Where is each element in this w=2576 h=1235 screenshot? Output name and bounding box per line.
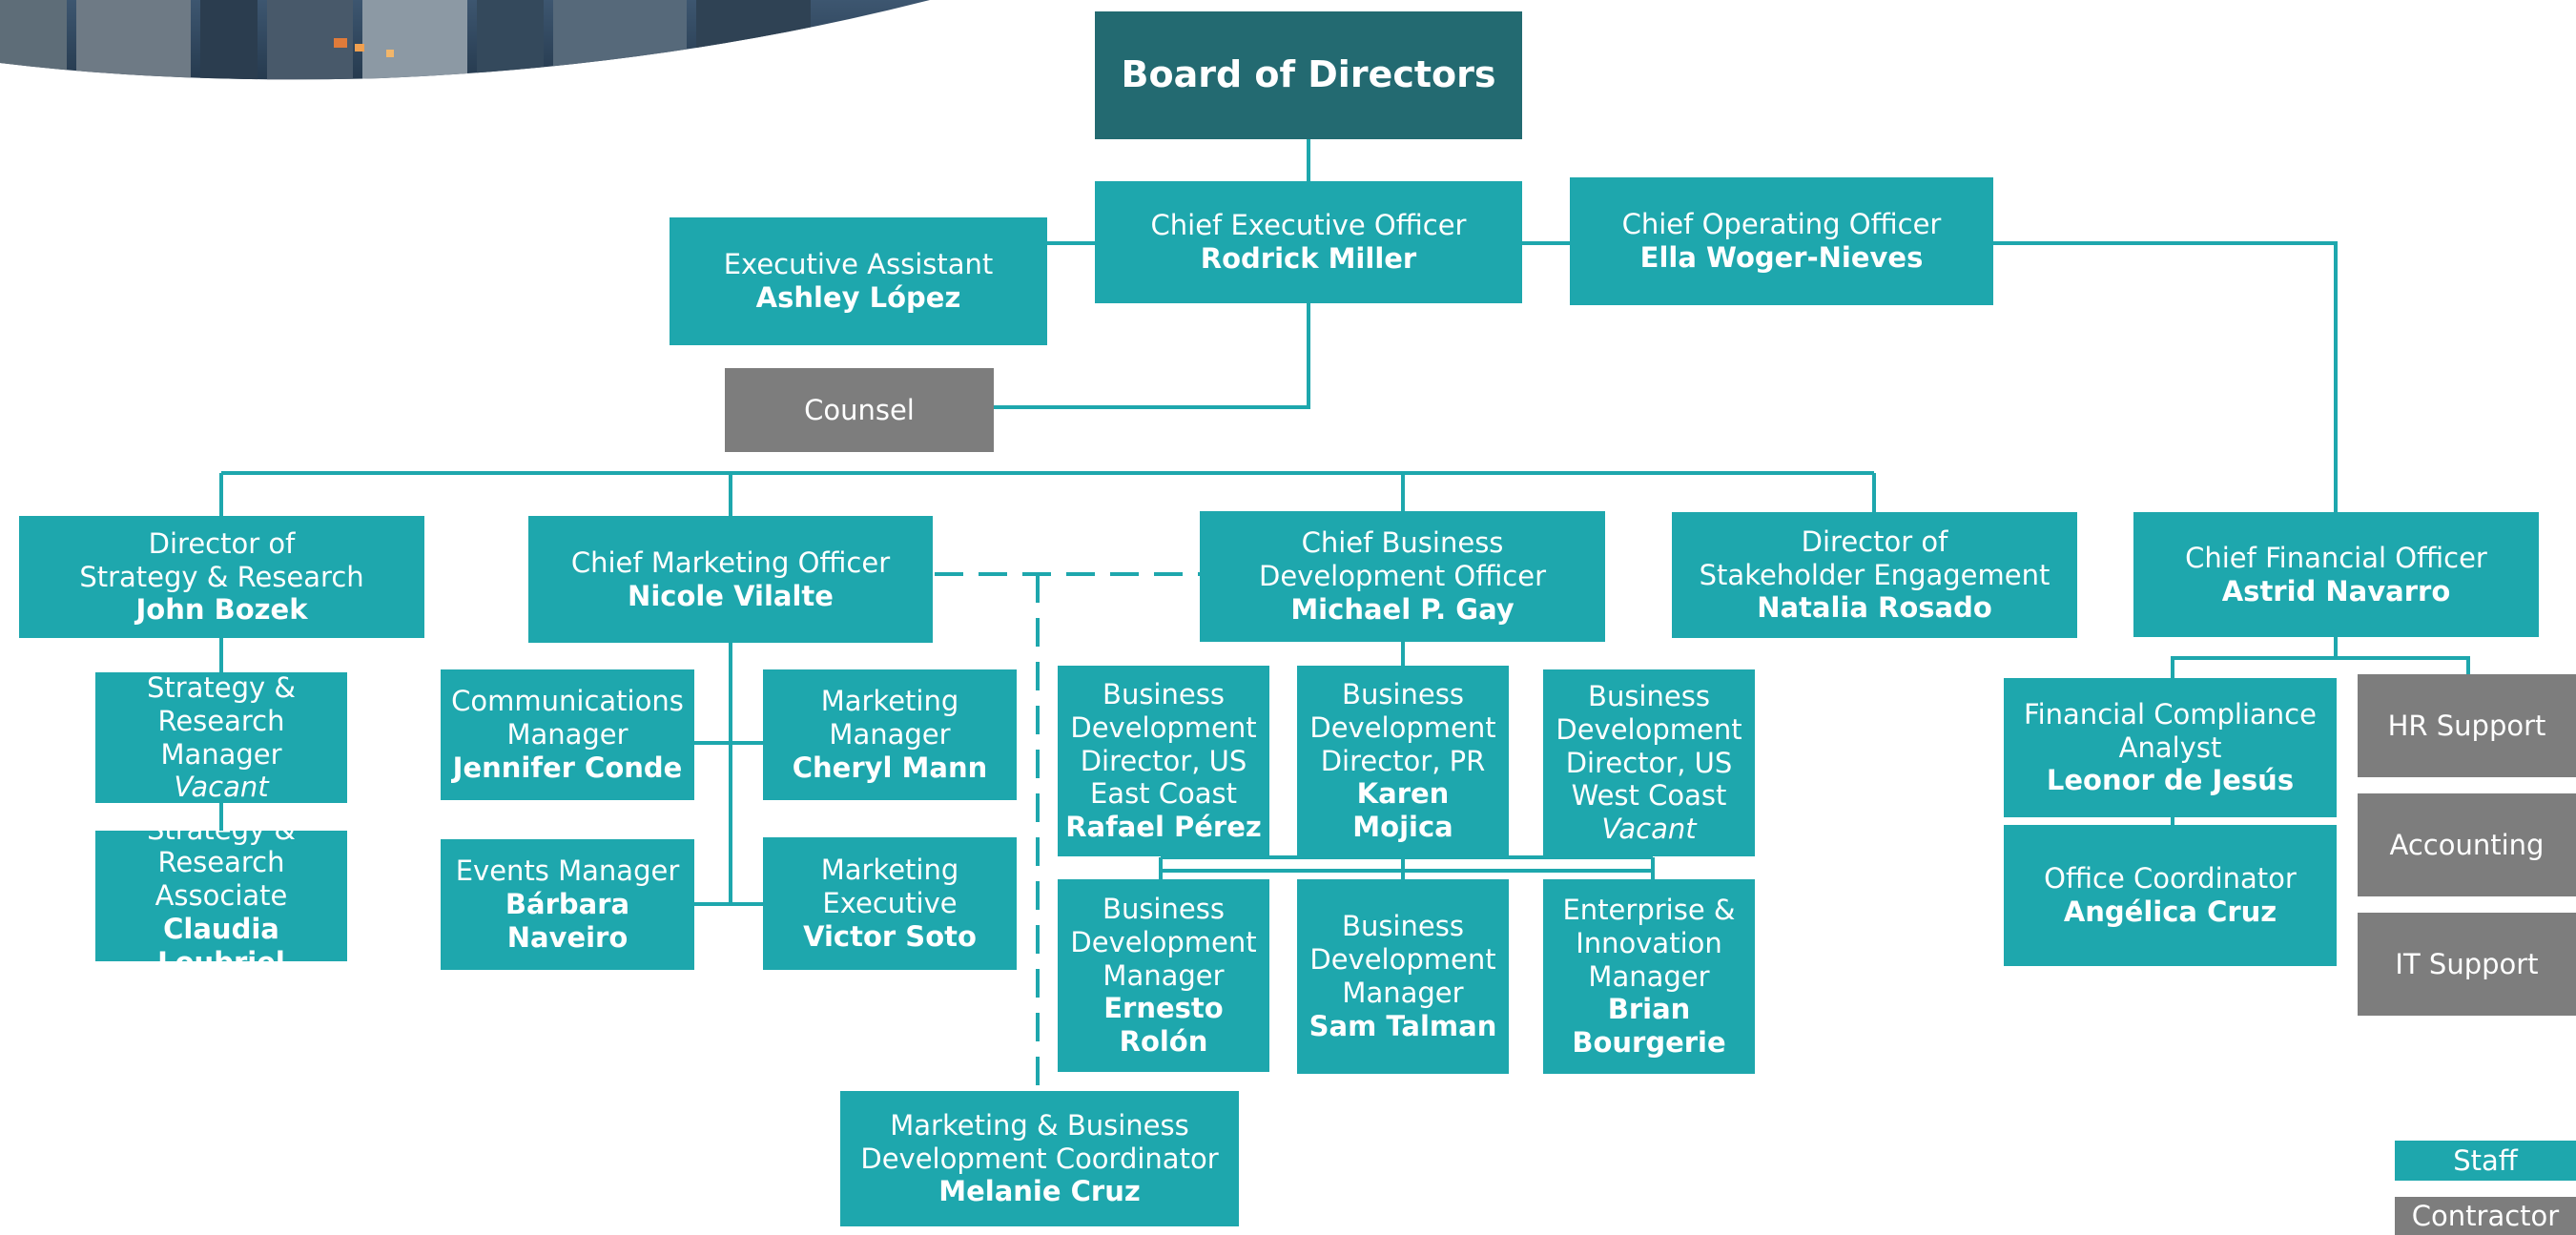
accounting-box: Accounting bbox=[2358, 793, 2576, 896]
coo-title: Chief Operating Officer bbox=[1621, 208, 1942, 241]
hr-support-box: HR Support bbox=[2358, 674, 2576, 777]
counsel-box: Counsel bbox=[725, 368, 994, 452]
accounting-title: Accounting bbox=[2389, 828, 2545, 861]
executive-assistant-title: Executive Assistant bbox=[723, 248, 994, 281]
ceo-title: Chief Executive Officer bbox=[1150, 209, 1467, 242]
strategy-manager-name: Vacant bbox=[174, 771, 269, 803]
it-support-title: IT Support bbox=[2395, 947, 2539, 980]
financial-compliance-box: Financial Compliance Analyst Leonor de J… bbox=[2004, 678, 2337, 817]
office-coordinator-box: Office Coordinator Angélica Cruz bbox=[2004, 825, 2337, 966]
marketing-executive-title: Marketing Executive bbox=[820, 854, 959, 920]
strategy-associate-title: Strategy & Research Associate bbox=[147, 831, 296, 913]
bd-director-us-west-box: Business Development Director, US West C… bbox=[1543, 669, 1755, 856]
director-strategy-name: John Bozek bbox=[135, 593, 308, 627]
bd-manager-talman-box: Business Development Manager Sam Talman bbox=[1297, 879, 1509, 1074]
hr-support-title: HR Support bbox=[2387, 709, 2546, 742]
bd-manager-talman-title: Business Development Manager bbox=[1309, 910, 1496, 1009]
mbd-coordinator-name: Melanie Cruz bbox=[938, 1175, 1141, 1208]
connector-coo-cfo bbox=[1993, 241, 2338, 512]
financial-compliance-name: Leonor de Jesús bbox=[2046, 764, 2295, 797]
strategy-associate-name: Claudia Loubriel bbox=[157, 912, 285, 961]
coo-name: Ella Woger-Nieves bbox=[1639, 241, 1924, 274]
cbdo-name: Michael P. Gay bbox=[1290, 592, 1515, 626]
connector-ceo-counsel bbox=[994, 303, 1310, 409]
ceo-name: Rodrick Miller bbox=[1200, 242, 1417, 275]
connector-cfo-bus bbox=[2171, 637, 2338, 678]
bd-manager-talman-name: Sam Talman bbox=[1309, 1009, 1497, 1042]
cbdo-title: Chief Business Development Officer bbox=[1258, 526, 1547, 593]
cfo-box: Chief Financial Officer Astrid Navarro bbox=[2133, 512, 2539, 637]
financial-compliance-title: Financial Compliance Analyst bbox=[2024, 697, 2317, 764]
events-manager-name: Bárbara Naveiro bbox=[505, 888, 630, 954]
bd-director-pr-name: Karen Mojica bbox=[1352, 777, 1453, 844]
legend-contractor: Contractor bbox=[2395, 1197, 2576, 1235]
bd-director-us-east-name: Rafael Pérez bbox=[1065, 811, 1262, 844]
cmo-box: Chief Marketing Officer Nicole Vilalte bbox=[528, 516, 933, 643]
bd-director-us-west-title: Business Development Director, US West C… bbox=[1556, 680, 1742, 813]
legend-staff: Staff bbox=[2395, 1141, 2576, 1181]
strategy-associate-box: Strategy & Research Associate Claudia Lo… bbox=[95, 831, 347, 961]
strategy-manager-title: Strategy & Research Manager bbox=[146, 672, 297, 771]
cfo-name: Astrid Navarro bbox=[2221, 574, 2451, 607]
bd-manager-rolon-name: Ernesto Rolón bbox=[1103, 992, 1224, 1059]
director-stakeholder-title: Director of Stakeholder Engagement bbox=[1699, 525, 2050, 591]
mbd-coordinator-box: Marketing & Business Development Coordin… bbox=[840, 1091, 1239, 1226]
bd-director-us-east-title: Business Development Director, US East C… bbox=[1070, 678, 1257, 811]
bd-manager-rolon-box: Business Development Manager Ernesto Rol… bbox=[1058, 879, 1269, 1072]
bd-manager-rolon-title: Business Development Manager bbox=[1070, 893, 1257, 992]
cmo-name: Nicole Vilalte bbox=[628, 579, 834, 612]
cfo-title: Chief Financial Officer bbox=[2185, 541, 2487, 574]
innovation-manager-name: Brian Bourgerie bbox=[1572, 993, 1726, 1060]
director-stakeholder-name: Natalia Rosado bbox=[1757, 591, 1992, 625]
marketing-executive-name: Victor Soto bbox=[803, 919, 977, 953]
connector-cfo-contractor bbox=[2336, 656, 2470, 674]
innovation-manager-title: Enterprise & Innovation Manager bbox=[1562, 894, 1736, 993]
director-strategy-box: Director of Strategy & Research John Boz… bbox=[19, 516, 424, 638]
bd-director-pr-box: Business Development Director, PR Karen … bbox=[1297, 666, 1509, 856]
communications-manager-title: Communications Manager bbox=[451, 685, 684, 751]
events-manager-title: Events Manager bbox=[455, 854, 680, 888]
cbdo-box: Chief Business Development Officer Micha… bbox=[1200, 511, 1605, 642]
city-photo bbox=[0, 0, 930, 80]
bd-director-pr-title: Business Development Director, PR bbox=[1309, 678, 1496, 777]
communications-manager-name: Jennifer Conde bbox=[452, 751, 683, 784]
marketing-manager-title: Marketing Manager bbox=[820, 685, 959, 751]
bd-director-us-west-name: Vacant bbox=[1601, 813, 1697, 846]
counsel-title: Counsel bbox=[804, 393, 915, 426]
it-support-box: IT Support bbox=[2358, 913, 2576, 1016]
board-of-directors-box: Board of Directors bbox=[1095, 11, 1522, 139]
marketing-manager-name: Cheryl Mann bbox=[792, 751, 988, 784]
legend-contractor-label: Contractor bbox=[2411, 1199, 2560, 1232]
cmo-title: Chief Marketing Officer bbox=[570, 545, 891, 579]
executive-assistant-name: Ashley López bbox=[755, 281, 961, 314]
board-of-directors-title: Board of Directors bbox=[1121, 53, 1496, 96]
ceo-box: Chief Executive Officer Rodrick Miller bbox=[1095, 181, 1522, 303]
office-coordinator-name: Angélica Cruz bbox=[2063, 895, 2277, 928]
legend-staff-label: Staff bbox=[2453, 1143, 2518, 1177]
innovation-manager-box: Enterprise & Innovation Manager Brian Bo… bbox=[1543, 879, 1755, 1074]
director-stakeholder-box: Director of Stakeholder Engagement Natal… bbox=[1672, 512, 2077, 638]
coo-box: Chief Operating Officer Ella Woger-Nieve… bbox=[1570, 177, 1993, 305]
communications-manager-box: Communications Manager Jennifer Conde bbox=[441, 669, 694, 800]
events-manager-box: Events Manager Bárbara Naveiro bbox=[441, 839, 694, 970]
director-strategy-title: Director of Strategy & Research bbox=[79, 526, 364, 593]
marketing-manager-box: Marketing Manager Cheryl Mann bbox=[763, 669, 1017, 800]
mbd-coordinator-title: Marketing & Business Development Coordin… bbox=[860, 1108, 1219, 1175]
executive-assistant-box: Executive Assistant Ashley López bbox=[670, 217, 1047, 345]
strategy-manager-box: Strategy & Research Manager Vacant bbox=[95, 672, 347, 803]
marketing-executive-box: Marketing Executive Victor Soto bbox=[763, 837, 1017, 970]
bd-director-us-east-box: Business Development Director, US East C… bbox=[1058, 666, 1269, 856]
office-coordinator-title: Office Coordinator bbox=[2044, 862, 2297, 895]
